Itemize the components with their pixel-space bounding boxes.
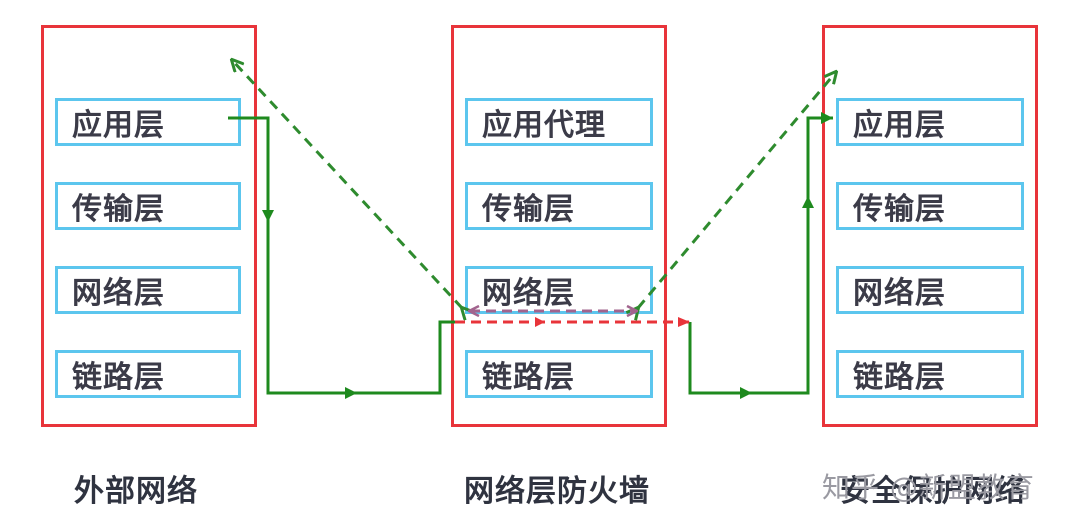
left-link-layer: 链路层	[55, 350, 241, 398]
right-application-layer: 应用层	[836, 98, 1024, 146]
middle-transport-layer: 传输层	[465, 182, 653, 230]
middle-link-layer: 链路层	[465, 350, 653, 398]
middle-application-proxy: 应用代理	[465, 98, 653, 146]
caption-protected-network: 安全保护网络	[840, 474, 1026, 509]
caption-external-network: 外部网络	[74, 474, 198, 509]
dashed-link-left	[232, 60, 462, 308]
right-transport-layer: 传输层	[836, 182, 1024, 230]
right-network-layer: 网络层	[836, 266, 1024, 314]
watermark: 知乎 @新盟教育	[822, 471, 1035, 504]
caption-firewall: 网络层防火墙	[464, 474, 650, 509]
left-transport-layer: 传输层	[55, 182, 241, 230]
data-path-arrowheads	[262, 112, 833, 399]
dashed-link-right	[638, 72, 836, 308]
left-application-layer: 应用层	[55, 98, 241, 146]
data-path	[228, 116, 833, 395]
right-link-layer: 链路层	[836, 350, 1024, 398]
red-arrowheads	[535, 317, 690, 327]
left-network-layer: 网络层	[55, 266, 241, 314]
